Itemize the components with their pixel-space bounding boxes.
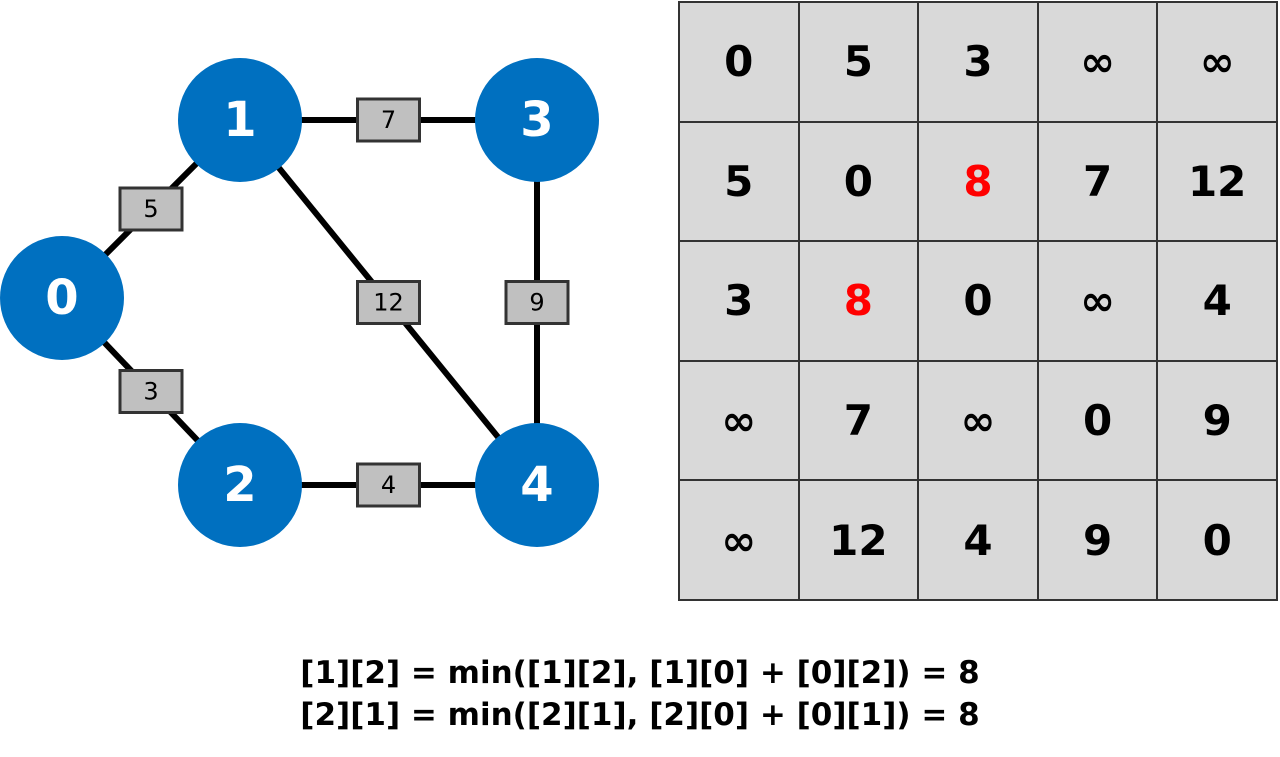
node-label: 2 — [223, 457, 256, 513]
node-circle — [178, 58, 302, 182]
matrix-cell-4-1: 12 — [798, 480, 919, 600]
matrix-cell-1-0: 5 — [679, 121, 799, 242]
matrix-cell-0-3: ∞ — [1037, 2, 1158, 122]
matrix-cell-3-2: ∞ — [918, 360, 1038, 481]
edge-weight-3-4: 9 — [504, 280, 570, 325]
node-4: 4 — [475, 423, 599, 547]
matrix-cell-3-3: 0 — [1037, 360, 1158, 481]
node-label: 3 — [520, 92, 553, 148]
matrix-cell-4-2: 4 — [918, 480, 1038, 600]
weight-box — [118, 369, 184, 414]
edge-weight-1-3: 7 — [356, 97, 421, 143]
edge-weight-1-4: 12 — [356, 280, 421, 325]
node-3: 3 — [475, 58, 599, 182]
formula-line-2: [2][1] = min([2][1], [2][0] + [0][1]) = … — [300, 697, 980, 733]
matrix-cell-2-0: 3 — [679, 241, 799, 361]
matrix-cell-0-0: 0 — [679, 2, 799, 122]
matrix-cell-3-1: 7 — [798, 360, 919, 481]
matrix-cell-2-2: 0 — [918, 241, 1038, 361]
matrix-cell-3-4: 9 — [1157, 360, 1277, 481]
matrix-cell-3-0: ∞ — [679, 360, 799, 481]
matrix-cell-1-4: 12 — [1157, 121, 1277, 242]
node-circle — [475, 58, 599, 182]
formula-block: [1][2] = min([1][2], [1][0] + [0][2]) = … — [0, 652, 1280, 736]
weight-label: 3 — [143, 378, 158, 406]
matrix-cell-0-1: 5 — [798, 2, 919, 122]
weight-box — [356, 462, 421, 508]
node-circle — [0, 236, 124, 360]
weight-label: 4 — [381, 471, 396, 499]
matrix-cell-4-0: ∞ — [679, 480, 799, 600]
node-label: 4 — [520, 457, 553, 513]
edge-weight-2-4: 4 — [356, 462, 421, 508]
matrix-cell-0-2: 3 — [918, 2, 1038, 122]
node-2: 2 — [178, 423, 302, 547]
matrix-cell-2-4: 4 — [1157, 241, 1277, 361]
matrix-cell-2-3: ∞ — [1037, 241, 1158, 361]
formula-line-1: [1][2] = min([1][2], [1][0] + [0][2]) = … — [300, 655, 980, 691]
weight-box — [118, 186, 184, 232]
edge-weight-0-2: 3 — [118, 369, 184, 414]
weight-label: 12 — [373, 289, 404, 317]
matrix-cell-1-2: 8 — [918, 121, 1038, 242]
node-circle — [475, 423, 599, 547]
weight-box — [356, 280, 421, 325]
weight-label: 9 — [529, 289, 544, 317]
matrix-cell-2-1: 8 — [798, 241, 919, 361]
matrix-cell-0-4: ∞ — [1157, 2, 1277, 122]
weight-box — [356, 97, 421, 143]
edge-weight-0-1: 5 — [118, 186, 184, 232]
weight-box — [504, 280, 570, 325]
matrix-cell-1-1: 0 — [798, 121, 919, 242]
node-0: 0 — [0, 236, 124, 360]
matrix-cell-4-4: 0 — [1157, 480, 1277, 600]
matrix-cell-4-3: 9 — [1037, 480, 1158, 600]
node-1: 1 — [178, 58, 302, 182]
weight-label: 7 — [381, 106, 396, 134]
weight-label: 5 — [143, 195, 158, 223]
node-circle — [178, 423, 302, 547]
node-label: 1 — [223, 92, 256, 148]
matrix-cell-1-3: 7 — [1037, 121, 1158, 242]
node-label: 0 — [45, 270, 78, 326]
